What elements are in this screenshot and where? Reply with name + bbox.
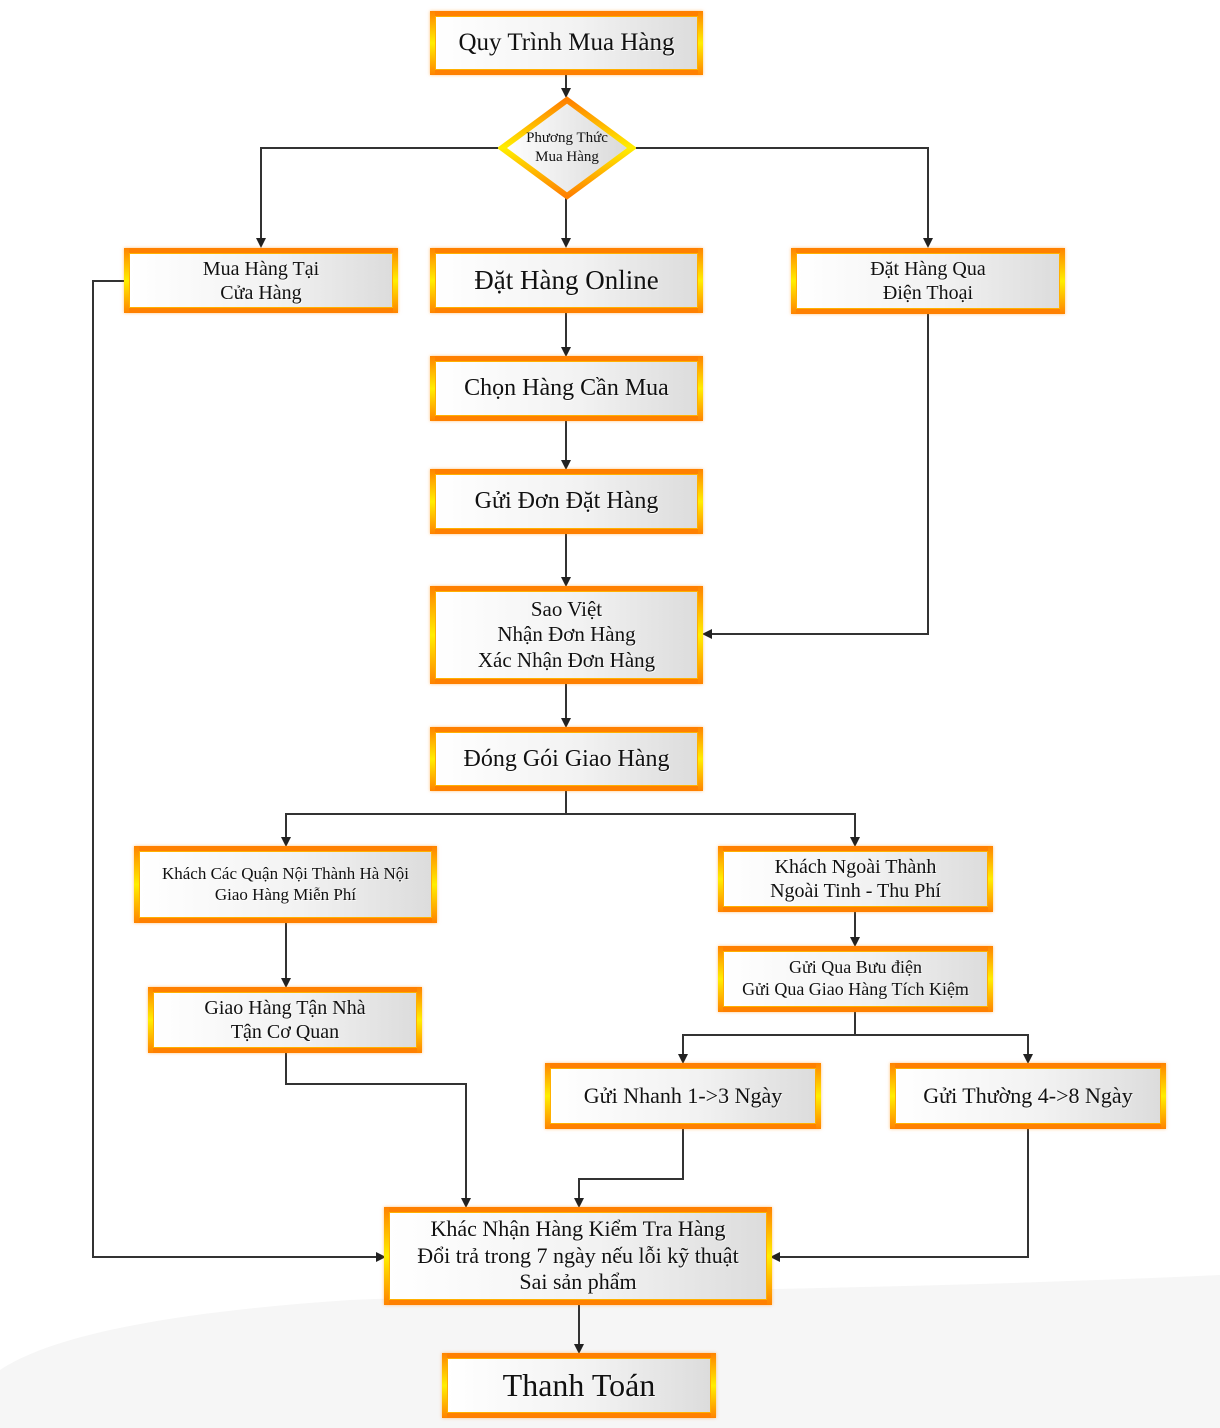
node-payment: Thanh Toán	[442, 1353, 716, 1418]
send-order-text: Gửi Đơn Đặt Hàng	[474, 488, 659, 515]
receive-text: Khác Nhận Hàng Kiểm Tra Hàng Đổi trả tro…	[417, 1216, 739, 1295]
connector-fast-receive	[574, 1129, 684, 1208]
node-post: Gửi Qua Bưu điện Gửi Qua Giao Hàng Tích …	[718, 946, 993, 1012]
connector-door-receive	[285, 1052, 471, 1208]
decision-text: Phương Thức Mua Hàng	[526, 129, 608, 166]
connector-post-normal	[855, 1034, 1033, 1064]
connector-store-receive	[92, 280, 386, 1262]
door-delivery-text: Giao Hàng Tận Nhà Tận Cơ Quan	[204, 997, 366, 1043]
fast-text: Gửi Nhanh 1->3 Ngày	[583, 1082, 783, 1108]
connector-post-fast	[678, 1012, 856, 1064]
node-fast: Gửi Nhanh 1->3 Ngày	[545, 1063, 821, 1129]
title-node: Quy Trình Mua Hàng	[430, 11, 703, 75]
node-confirm: Sao Việt Nhận Đơn Hàng Xác Nhận Đơn Hàng	[430, 586, 703, 684]
outer-city-text: Khách Ngoài Thành Ngoài Tinh - Thu Phí	[770, 856, 941, 902]
pack-text: Đóng Gói Giao Hàng	[463, 745, 670, 772]
online-text: Đặt Hàng Online	[474, 265, 659, 296]
node-outer-city: Khách Ngoài Thành Ngoài Tinh - Thu Phí	[718, 846, 993, 912]
node-store: Mua Hàng Tại Cửa Hàng	[124, 248, 398, 313]
node-send-order: Gửi Đơn Đặt Hàng	[430, 469, 703, 534]
node-online: Đặt Hàng Online	[430, 248, 703, 313]
connector-normal-receive	[770, 1129, 1029, 1262]
node-choose: Chọn Hàng Cần Mua	[430, 356, 703, 421]
node-pack: Đóng Gói Giao Hàng	[430, 727, 703, 791]
post-text: Gửi Qua Bưu điện Gửi Qua Giao Hàng Tích …	[742, 957, 969, 999]
choose-text: Chọn Hàng Cần Mua	[464, 375, 669, 402]
connector-pack-outer	[566, 813, 860, 847]
node-inner-city: Khách Các Quận Nội Thành Hà Nội Giao Hàn…	[134, 846, 437, 923]
connector-decision-phone	[634, 147, 933, 248]
node-phone: Đặt Hàng Qua Điện Thoại	[791, 248, 1065, 314]
inner-city-text: Khách Các Quận Nội Thành Hà Nội Giao Hàn…	[161, 864, 410, 904]
connector-decision-store	[256, 147, 500, 248]
node-door-delivery: Giao Hàng Tận Nhà Tận Cơ Quan	[148, 987, 422, 1053]
connector-phone-confirm	[702, 313, 929, 639]
store-text: Mua Hàng Tại Cửa Hàng	[202, 257, 320, 304]
decision-diamond: Phương Thức Mua Hàng	[496, 96, 638, 200]
payment-text: Thanh Toán	[502, 1367, 656, 1404]
connector-pack-split	[281, 790, 567, 847]
confirm-text: Sao Việt Nhận Đơn Hàng Xác Nhận Đơn Hàng	[477, 597, 656, 672]
phone-text: Đặt Hàng Qua Điện Thoại	[870, 258, 986, 304]
diamond-shape	[496, 96, 638, 200]
normal-text: Gửi Thường 4->8 Ngày	[923, 1082, 1133, 1108]
node-receive: Khác Nhận Hàng Kiểm Tra Hàng Đổi trả tro…	[384, 1207, 772, 1305]
title-text: Quy Trình Mua Hàng	[458, 29, 675, 56]
node-normal: Gửi Thường 4->8 Ngày	[890, 1063, 1166, 1129]
